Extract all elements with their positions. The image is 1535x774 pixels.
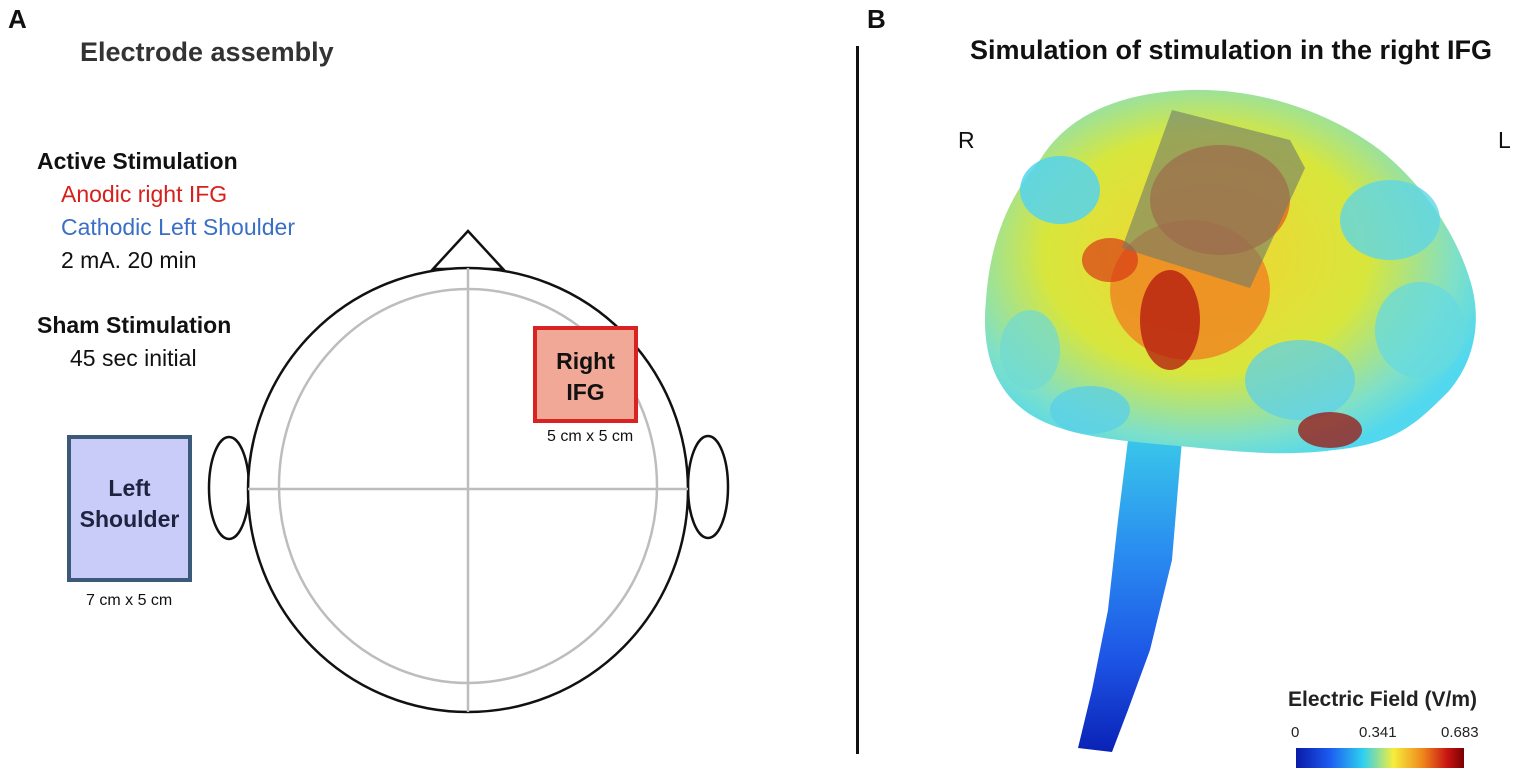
colorbar-tick-max: 0.683	[1441, 724, 1479, 741]
panel-b-title: Simulation of stimulation in the right I…	[970, 35, 1492, 65]
right-ifg-label: Right IFG	[556, 348, 615, 405]
anodic-text: Anodic right IFG	[61, 181, 228, 207]
field-patch	[1050, 386, 1130, 434]
field-patch	[1340, 180, 1440, 260]
right-ifg-size: 5 cm x 5 cm	[547, 428, 634, 445]
colorbar-tick-mid: 0.341	[1359, 724, 1397, 741]
sham-detail-text: 45 sec initial	[70, 345, 197, 371]
colorbar-title: Electric Field (V/m)	[1288, 688, 1478, 711]
left-shoulder-label: Left Shoulder	[79, 475, 180, 532]
colorbar	[1296, 748, 1464, 768]
cathodic-text: Cathodic Left Shoulder	[61, 214, 295, 240]
panel-a-letter: A	[8, 4, 27, 34]
panel-divider	[856, 46, 859, 754]
colorbar-tick-min: 0	[1291, 724, 1300, 741]
field-patch	[1245, 340, 1355, 420]
panel-b-letter: B	[867, 4, 886, 34]
field-hotspot	[1298, 412, 1362, 448]
dose-text: 2 mA. 20 min	[61, 247, 197, 273]
left-side-label: L	[1498, 127, 1511, 153]
electrode-pad-overlay	[1122, 110, 1305, 288]
panel-a-title: Electrode assembly	[80, 37, 334, 67]
field-patch	[1020, 156, 1100, 224]
active-stimulation-heading: Active Stimulation	[37, 148, 238, 174]
field-hotspot	[1140, 270, 1200, 370]
field-patch	[1000, 310, 1060, 390]
field-hotspot	[1082, 238, 1138, 282]
left-shoulder-size: 7 cm x 5 cm	[86, 592, 173, 609]
left-shoulder-electrode	[67, 435, 192, 582]
field-patch	[1375, 282, 1465, 378]
sham-stimulation-heading: Sham Stimulation	[37, 312, 232, 338]
brainstem-shape	[1078, 440, 1182, 752]
right-side-label: R	[958, 127, 975, 153]
right-ifg-electrode	[533, 326, 638, 423]
